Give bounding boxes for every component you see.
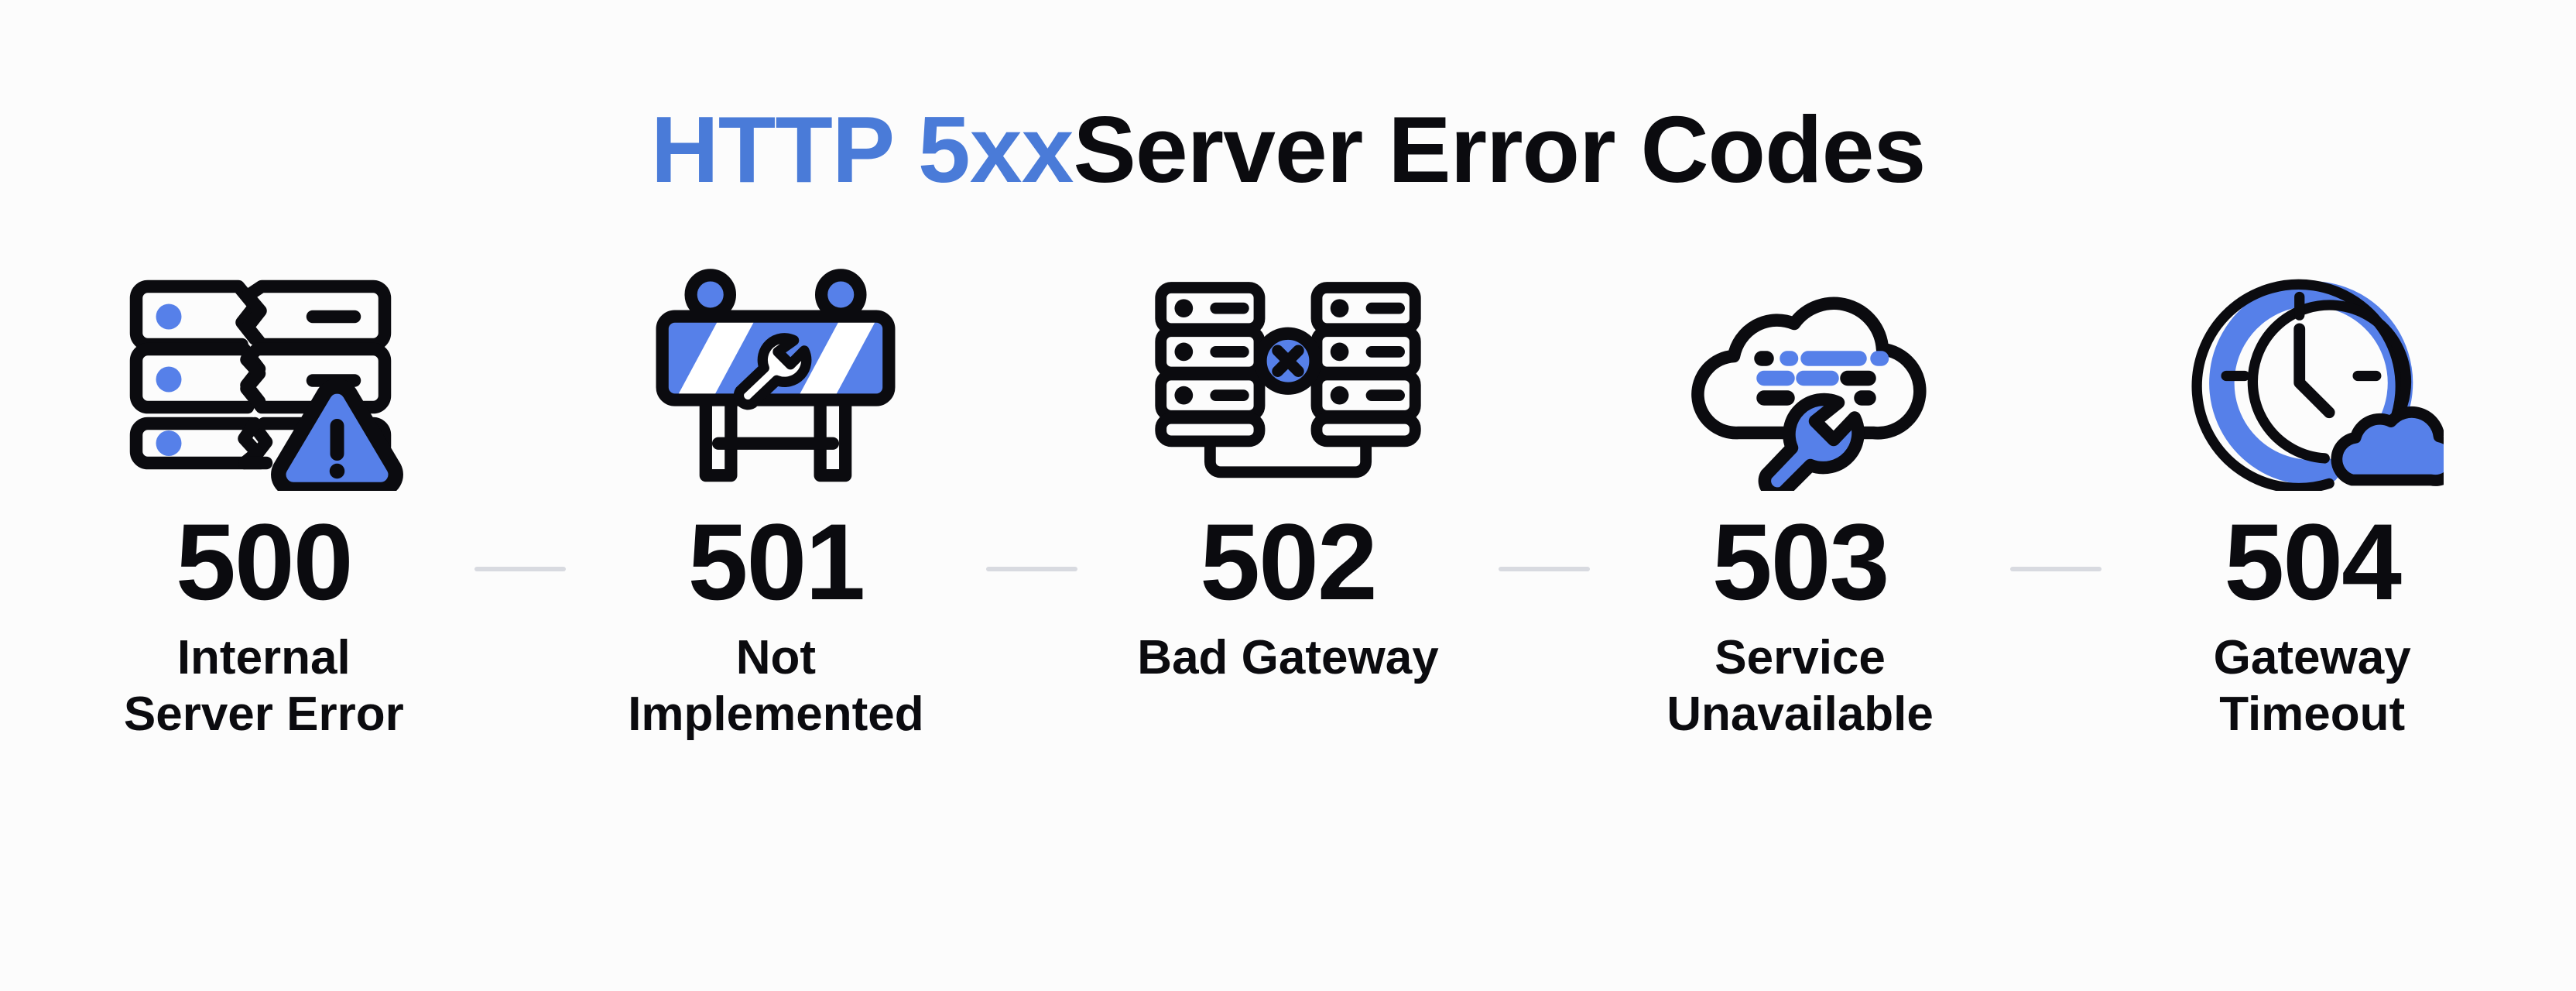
title-accent-text: HTTP 5xx (650, 97, 1074, 202)
code-card-504[interactable]: 504 Gateway Timeout (2102, 251, 2523, 742)
code-label-501-line1: Not (735, 631, 817, 684)
broken-server-warning-icon (109, 251, 419, 499)
code-label-504-line1: Gateway (2213, 631, 2411, 684)
separator-502-503 (1498, 567, 1590, 571)
code-card-500[interactable]: 500 Internal Server Error (53, 251, 474, 742)
code-label-501: Not Implemented (628, 629, 923, 742)
separator-503-504 (2010, 567, 2102, 571)
code-label-503-line1: Service (1714, 631, 1886, 684)
code-number-504: 504 (2224, 501, 2402, 622)
code-label-504-line2: Timeout (2219, 688, 2406, 742)
code-label-503: Service Unavailable (1667, 629, 1934, 742)
code-label-504: Gateway Timeout (2214, 629, 2411, 742)
construction-barrier-wrench-icon (621, 251, 930, 499)
two-servers-x-link-icon (1133, 251, 1443, 499)
page-title: HTTP 5xx Server Error Codes (650, 97, 1927, 202)
code-label-500-line2: Server Error (123, 688, 404, 742)
clock-cloud-timeout-icon (2157, 251, 2467, 499)
title-main-text: Server Error Codes (1073, 97, 1926, 202)
status-code-row: 500 Internal Server Error (53, 251, 2523, 742)
code-label-500-line1: Internal (176, 631, 351, 684)
code-card-502[interactable]: 502 Bad Gateway (1077, 251, 1499, 686)
separator-500-501 (474, 567, 566, 571)
code-number-503: 503 (1711, 501, 1890, 622)
code-number-501: 501 (687, 501, 866, 622)
separator-501-502 (986, 567, 1078, 571)
code-card-503[interactable]: 503 Service Unavailable (1590, 251, 2011, 742)
cloud-maintenance-wrench-icon (1646, 251, 1955, 499)
code-label-503-line2: Unavailable (1667, 688, 1934, 742)
code-label-502-line1: Bad Gateway (1137, 631, 1439, 684)
code-number-500: 500 (176, 501, 354, 622)
code-label-502: Bad Gateway (1137, 629, 1438, 686)
code-number-502: 502 (1200, 501, 1378, 622)
code-label-500: Internal Server Error (124, 629, 404, 742)
code-card-501[interactable]: 501 Not Implemented (566, 251, 987, 742)
code-label-501-line2: Implemented (628, 688, 924, 742)
